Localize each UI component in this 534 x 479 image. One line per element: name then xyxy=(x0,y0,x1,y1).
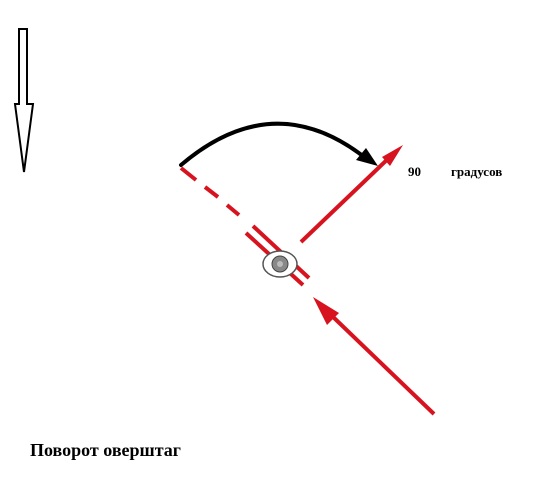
diagram-caption: Поворот оверштаг xyxy=(30,440,181,460)
new-course-arrow xyxy=(299,145,403,244)
rotation-arc-arrowhead xyxy=(356,148,378,166)
angle-unit-label: градусов xyxy=(451,164,503,179)
boat-icon xyxy=(262,250,298,278)
incoming-course-arrow xyxy=(313,297,436,416)
wind-arrow-icon xyxy=(13,28,35,173)
old-course-dashed-line xyxy=(179,166,241,217)
rotation-arc xyxy=(179,121,370,167)
angle-value-label: 90 xyxy=(408,164,421,179)
